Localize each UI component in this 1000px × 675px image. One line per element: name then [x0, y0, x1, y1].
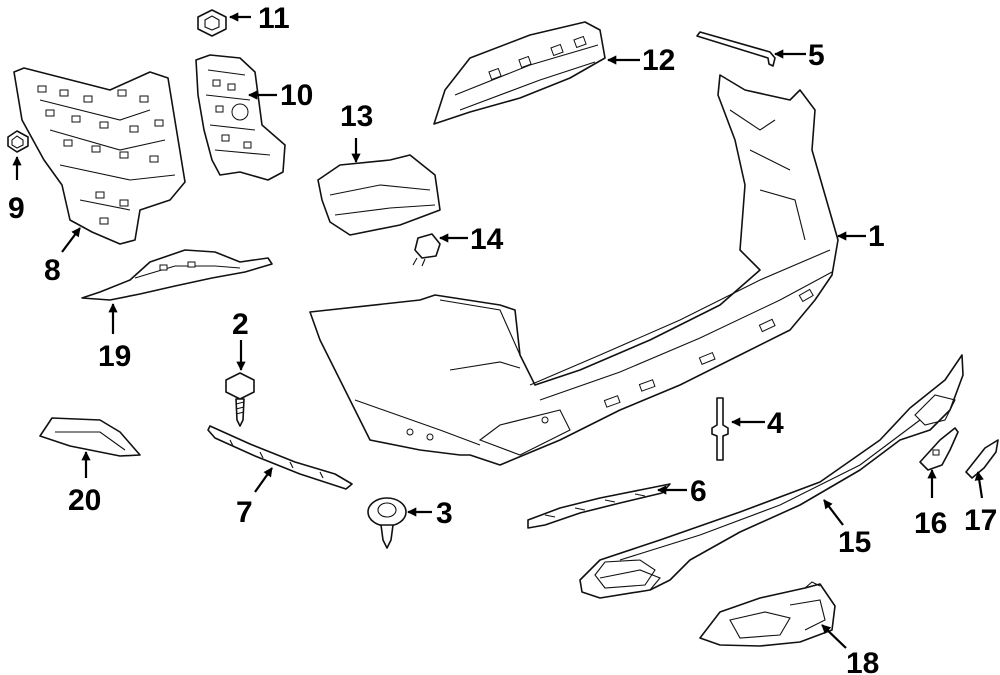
part-14-sensor[interactable] — [412, 233, 441, 267]
part-10-bracket[interactable] — [195, 54, 286, 181]
callout-2: 2 — [232, 308, 249, 341]
part-3-clip[interactable] — [367, 497, 407, 549]
callout-numbers: 1 2 3 4 5 6 7 8 9 10 11 12 13 14 15 16 1… — [8, 2, 997, 675]
callout-8: 8 — [44, 254, 61, 287]
callout-12: 12 — [642, 44, 675, 77]
callout-11: 11 — [258, 2, 290, 35]
part-4-stud[interactable] — [711, 397, 729, 461]
callout-13: 13 — [340, 100, 373, 133]
part-18-exhaust-tip[interactable] — [699, 581, 836, 647]
part-2-bolt[interactable] — [225, 372, 255, 427]
part-5-rod[interactable] — [696, 31, 776, 67]
part-19-bracket[interactable] — [81, 249, 273, 301]
part-11-nut[interactable] — [197, 9, 227, 37]
callout-20: 20 — [68, 484, 101, 517]
callout-18: 18 — [846, 647, 879, 675]
part-7-trim-strip[interactable] — [207, 425, 353, 490]
part-8-bracket[interactable] — [13, 67, 186, 245]
callout-4: 4 — [767, 407, 784, 440]
part-13-shield[interactable] — [317, 154, 441, 236]
part-20-reflector[interactable] — [39, 417, 141, 457]
callout-9: 9 — [8, 192, 25, 225]
part-16-bracket[interactable] — [919, 427, 959, 471]
callout-3: 3 — [436, 497, 453, 530]
callout-6: 6 — [690, 475, 707, 508]
callout-15: 15 — [838, 526, 871, 559]
part-9-nut[interactable] — [7, 130, 29, 153]
part-12-absorber[interactable] — [433, 21, 606, 125]
callout-14: 14 — [470, 223, 504, 256]
callout-16: 16 — [914, 507, 947, 540]
callout-1: 1 — [868, 220, 885, 253]
callout-10: 10 — [280, 79, 313, 112]
part-17-bracket[interactable] — [965, 439, 999, 479]
part-15-diffuser[interactable] — [579, 354, 964, 599]
callout-7: 7 — [236, 496, 253, 529]
part-1-bumper-cover[interactable] — [309, 74, 839, 466]
callout-5: 5 — [808, 39, 825, 72]
part-6-molding[interactable] — [527, 483, 671, 529]
leader-lines — [12, 12, 984, 649]
callout-19: 19 — [98, 340, 131, 373]
callout-17: 17 — [964, 504, 997, 537]
